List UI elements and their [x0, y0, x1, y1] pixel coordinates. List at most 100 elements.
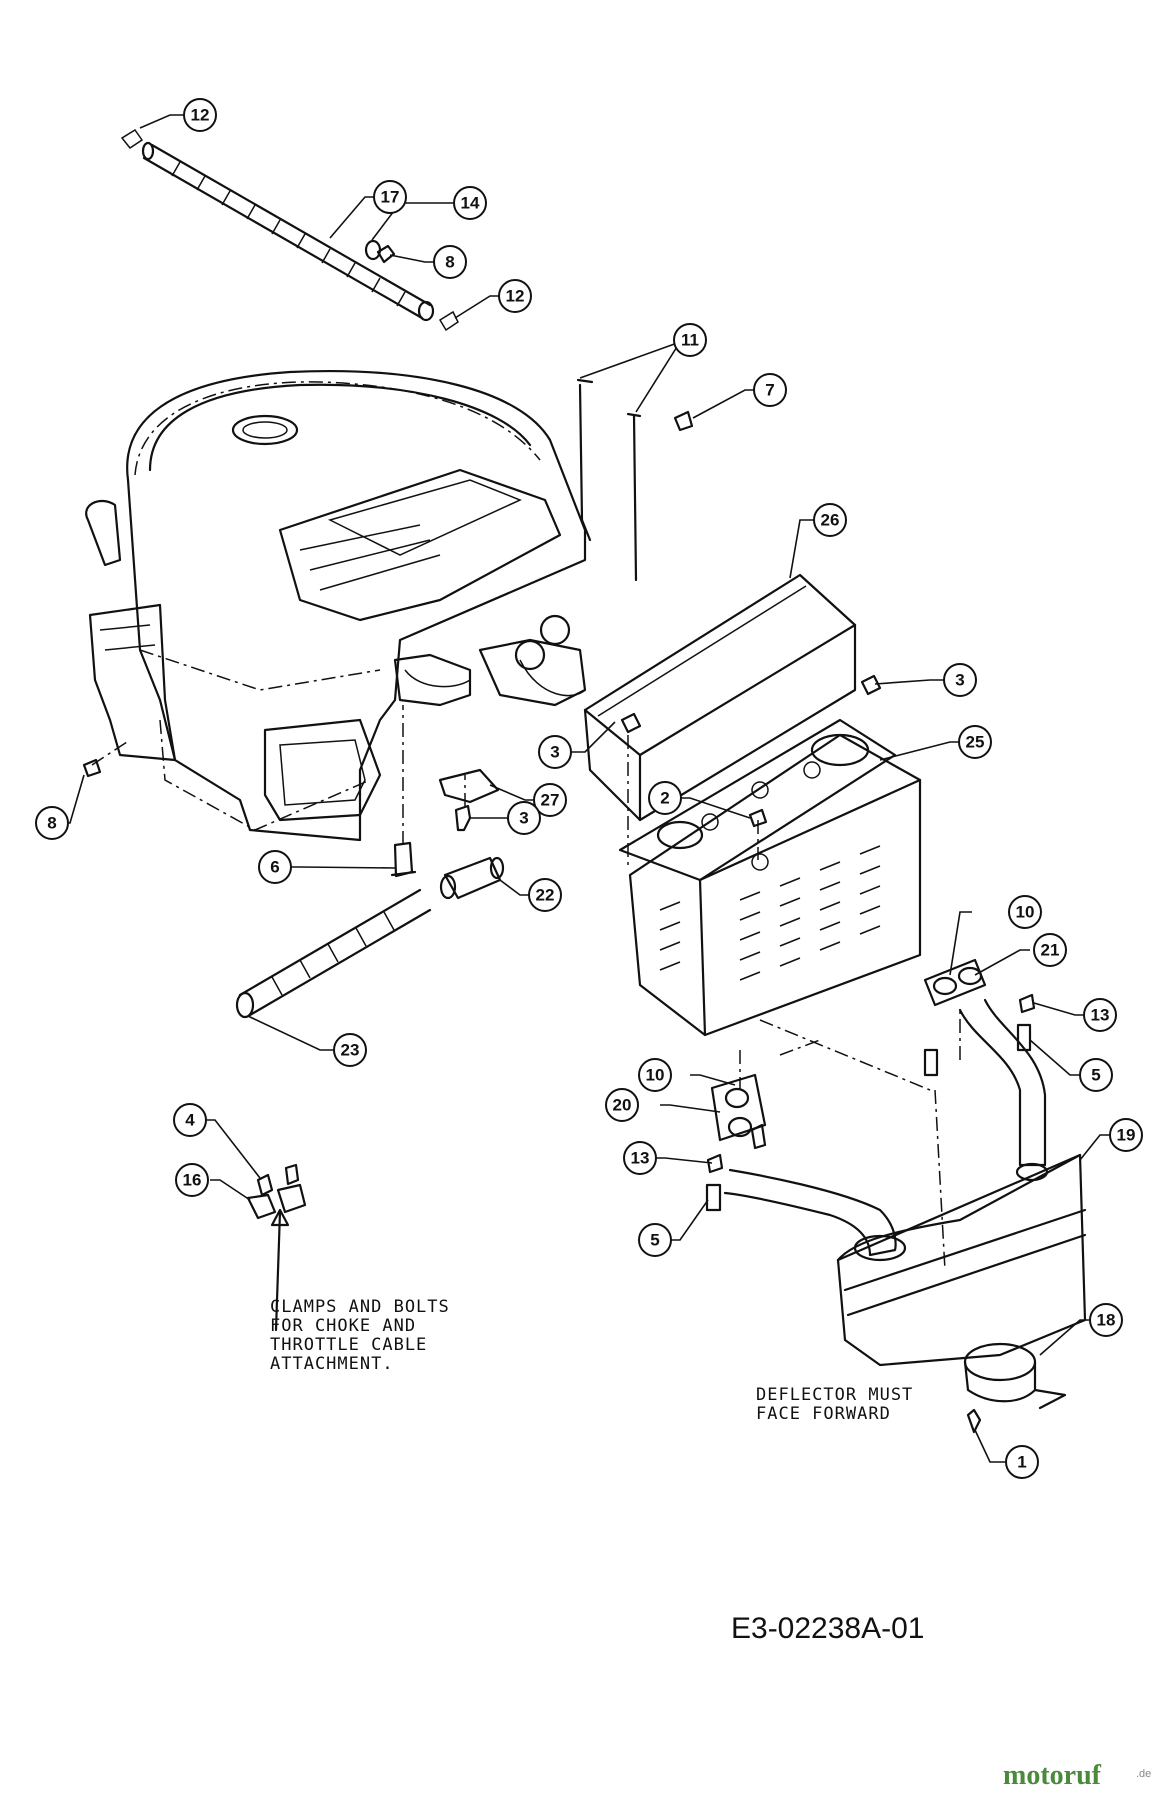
screw-1	[966, 1408, 982, 1434]
svg-text:19: 19	[1117, 1126, 1136, 1145]
svg-text:27: 27	[541, 791, 560, 810]
nut-7	[673, 410, 694, 432]
svg-text:26: 26	[821, 511, 840, 530]
callout-26: 26	[813, 503, 847, 537]
callout-27: 27	[533, 783, 567, 817]
bolt-tail	[750, 1123, 767, 1150]
callout-7: 7	[753, 373, 787, 407]
clamp-12-top	[120, 128, 144, 150]
callout-21: 21	[1033, 933, 1067, 967]
gasket-21	[923, 958, 987, 1007]
svg-text:21: 21	[1041, 941, 1060, 960]
svg-text:12: 12	[191, 106, 210, 125]
bolt-3-left	[620, 712, 642, 734]
svg-text:10: 10	[646, 1066, 665, 1085]
svg-text:3: 3	[955, 671, 964, 690]
callout-17: 17	[373, 180, 407, 214]
clamp-12-bottom	[438, 310, 459, 332]
muffler-guard	[618, 718, 922, 1037]
bolt-3-lower	[454, 804, 472, 832]
callout-10-right: 10	[1008, 895, 1042, 929]
callout-13-left: 13	[623, 1141, 657, 1175]
svg-text:4: 4	[185, 1111, 195, 1130]
callout-25: 25	[958, 725, 992, 759]
alignment-lines	[91, 705, 961, 1271]
callout-3-lower: 3	[507, 801, 541, 835]
callout-8-left: 8	[35, 806, 69, 840]
svg-text:7: 7	[765, 381, 774, 400]
callout-8-top: 8	[433, 245, 467, 279]
callout-4: 4	[173, 1103, 207, 1137]
callout-20: 20	[605, 1088, 639, 1122]
callout-23: 23	[333, 1033, 367, 1067]
svg-text:5: 5	[1091, 1066, 1100, 1085]
muffler	[723, 998, 1087, 1367]
callout-1: 1	[1005, 1445, 1039, 1479]
svg-text:11: 11	[681, 331, 699, 350]
callout-2: 2	[648, 781, 682, 815]
callout-19: 19	[1109, 1118, 1143, 1152]
svg-text:1: 1	[1017, 1453, 1026, 1472]
clamps-note: CLAMPS AND BOLTS FOR CHOKE AND THROTTLE …	[270, 1297, 450, 1374]
wire-11-right	[626, 412, 642, 582]
callout-5-left: 5	[638, 1223, 672, 1257]
callout-16: 16	[175, 1163, 209, 1197]
leader-lines	[58, 114, 1110, 1463]
washer-14	[364, 239, 382, 261]
fitting-22	[439, 856, 505, 900]
watermark-suffix: .de	[1136, 1768, 1152, 1780]
bolt-13-right	[1018, 993, 1036, 1014]
drawing-code: E3-02238A-01	[731, 1612, 925, 1645]
callout-3-left: 3	[538, 735, 572, 769]
watermark-logo: motoruf	[1003, 1760, 1101, 1791]
nut-8-top	[376, 244, 396, 264]
engine	[85, 370, 587, 842]
svg-text:8: 8	[445, 253, 454, 272]
svg-text:5: 5	[650, 1231, 659, 1250]
bolt-middle	[923, 1048, 939, 1077]
callout-18: 18	[1089, 1303, 1123, 1337]
dipstick-tube	[141, 141, 435, 322]
bolt-5-right	[1016, 1023, 1032, 1052]
callout-12-bottom: 12	[498, 279, 532, 313]
callout-12-top: 12	[183, 98, 217, 132]
cable-clamps	[246, 1163, 307, 1332]
svg-text:13: 13	[631, 1149, 650, 1168]
callout-22: 22	[528, 878, 562, 912]
svg-text:14: 14	[461, 194, 480, 213]
svg-text:6: 6	[270, 858, 279, 877]
heat-shield	[583, 573, 857, 822]
callout-6: 6	[258, 850, 292, 884]
callout-10-left: 10	[638, 1058, 672, 1092]
callout-11: 11	[673, 323, 707, 357]
svg-text:13: 13	[1091, 1006, 1110, 1025]
svg-text:16: 16	[183, 1171, 202, 1190]
bracket-27	[438, 768, 500, 804]
svg-text:22: 22	[536, 886, 555, 905]
svg-text:2: 2	[660, 789, 669, 808]
svg-text:12: 12	[506, 287, 525, 306]
deflector-18	[963, 1342, 1067, 1410]
callout-13-right: 13	[1083, 998, 1117, 1032]
wire-11-left	[576, 378, 594, 542]
svg-text:20: 20	[613, 1096, 632, 1115]
deflector-note: DEFLECTOR MUST FACE FORWARD	[756, 1385, 914, 1424]
svg-text:10: 10	[1016, 903, 1035, 922]
svg-text:23: 23	[341, 1041, 360, 1060]
bolt-5-left	[705, 1183, 722, 1212]
svg-text:18: 18	[1097, 1311, 1116, 1330]
bolt-3-upper	[860, 674, 882, 696]
gasket-20	[710, 1073, 767, 1142]
svg-text:3: 3	[519, 809, 528, 828]
callout-14: 14	[453, 186, 487, 220]
svg-text:8: 8	[47, 814, 56, 833]
svg-text:25: 25	[966, 733, 985, 752]
nut-8-left	[82, 758, 102, 778]
callout-3-upper: 3	[943, 663, 977, 697]
hose-23	[235, 888, 432, 1019]
bolt-2	[748, 808, 768, 828]
svg-text:3: 3	[550, 743, 559, 762]
svg-text:17: 17	[381, 188, 400, 207]
callout-5-right: 5	[1079, 1058, 1113, 1092]
